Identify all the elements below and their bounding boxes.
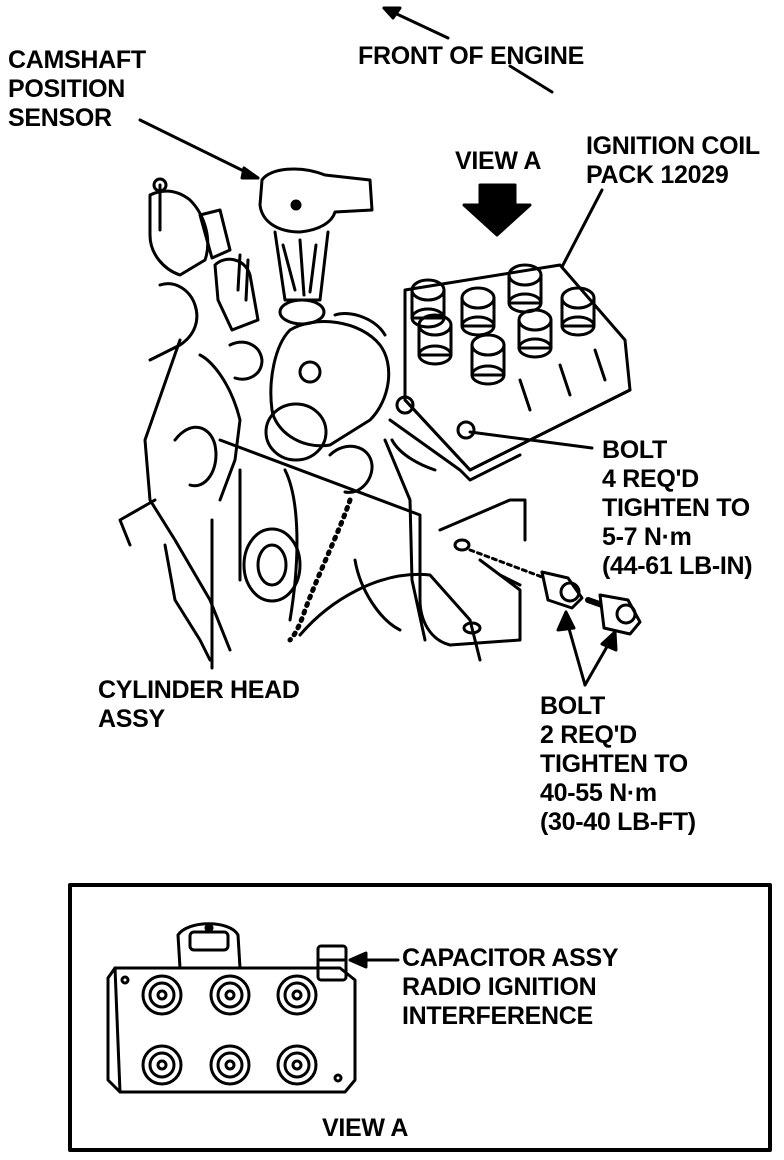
cylinder-head-body bbox=[118, 177, 302, 662]
coil-tower bbox=[460, 286, 496, 337]
capacitor-label: CAPACITOR ASSY RADIO IGNITION INTERFEREN… bbox=[402, 944, 619, 1030]
camshaft-sensor-leader bbox=[138, 118, 260, 180]
camshaft-gear bbox=[298, 558, 482, 662]
front-of-engine-label: FRONT OF ENGINE bbox=[358, 42, 585, 70]
coil-tower bbox=[417, 313, 453, 366]
small-bolt-label: BOLT 4 REQ'D TIGHTEN TO 5-7 N·m (44-61 L… bbox=[602, 436, 753, 580]
cylinder-head-label: CYLINDER HEAD ASSY bbox=[98, 676, 300, 733]
view-a-caption: VIEW A bbox=[322, 1114, 409, 1142]
view-a-arrow-label: VIEW A bbox=[455, 147, 542, 175]
coil-tower bbox=[517, 308, 553, 359]
large-bolt-leaders bbox=[556, 610, 618, 687]
camshaft-sensor-icon bbox=[258, 167, 374, 326]
ignition-coil-label: IGNITION COIL PACK 12029 bbox=[586, 132, 760, 189]
sensor-housing bbox=[264, 312, 391, 494]
small-bolt-leader bbox=[468, 430, 594, 450]
camshaft-sensor-label: CAMSHAFT POSITION SENSOR bbox=[8, 46, 146, 132]
timing-chain bbox=[287, 497, 353, 643]
view-a-arrow-icon bbox=[462, 183, 532, 237]
capacitor-leader bbox=[348, 951, 400, 969]
large-bolt-label: BOLT 2 REQ'D TIGHTEN TO 40-55 N·m (30-40… bbox=[540, 692, 696, 836]
coil-tower bbox=[470, 333, 506, 386]
front-of-engine-arrow bbox=[382, 6, 554, 94]
coil-tower bbox=[560, 286, 596, 337]
coil-tower bbox=[507, 263, 543, 314]
view-a-inset-frame bbox=[68, 883, 772, 1152]
coil-bracket bbox=[218, 438, 527, 647]
small-bolt-icon bbox=[468, 548, 584, 610]
ignition-coil-pack-icon bbox=[388, 263, 632, 482]
large-bolt-icon bbox=[585, 593, 642, 636]
inset-coil-pack-icon bbox=[106, 922, 357, 1094]
